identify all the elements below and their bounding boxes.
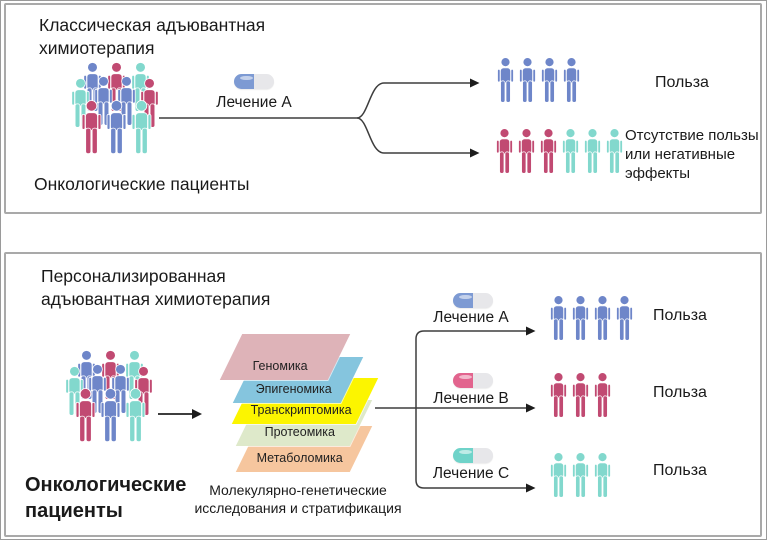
treatment-a-outcome: Польза [653,307,707,324]
person-icon [73,388,98,442]
classic-patients-label: Онкологические пациенты [34,174,250,194]
person-icon [98,388,123,442]
pill-icon-treatment-a2 [453,293,493,308]
treatment-c-outcome: Польза [653,462,707,479]
person-icon [538,128,559,174]
personalized-title: Персонализированная адъювантная химиотер… [41,266,271,310]
pill-shine [240,75,253,80]
personalized-patients-label: Онкологические пациенты [25,474,187,522]
person-icon [548,372,569,418]
person-icon [516,128,537,174]
pill-icon-treatment-c [453,448,493,463]
personalized-patients-crowd [63,350,157,448]
treatment-b-people [548,372,613,418]
treatment-c-label: Лечение C [432,465,510,482]
person-icon [495,57,516,103]
pill-base-half [473,293,493,308]
person-icon [570,452,591,498]
treatment-b-label: Лечение B [433,390,509,407]
pill-shine [459,294,472,299]
person-icon [614,295,635,341]
classic-no-benefit-label: Отсутствие пользы или негативные эффекты [625,127,759,182]
pill-icon-treatment-a [234,74,274,89]
classic-treatment-label: Лечение А [216,94,292,111]
person-icon [592,295,613,341]
pill-icon-treatment-b [453,373,493,388]
treatment-a-people [548,295,635,341]
person-icon [592,372,613,418]
person-icon [517,57,538,103]
person-icon [104,100,129,154]
person-icon [79,100,104,154]
omics-layer-label: Транскриптомика [250,403,352,417]
omics-layer-label: Геномика [253,359,309,373]
omics-stack-caption: Молекулярно-генетические исследования и … [194,482,402,516]
classic-benefit-people [495,57,582,103]
person-icon [561,57,582,103]
person-icon [494,128,515,174]
person-icon [123,388,148,442]
person-icon [548,295,569,341]
pill-base-half [254,74,274,89]
person-icon [539,57,560,103]
classic-patients-crowd [69,62,163,160]
person-icon [592,452,613,498]
person-icon [548,452,569,498]
person-icon [582,128,603,174]
classic-title: Классическая адъювантная химиотерапия [39,15,266,59]
pill-base-half [473,373,493,388]
classic-no-benefit-people [494,128,625,174]
treatment-b-outcome: Польза [653,384,707,401]
person-icon [560,128,581,174]
classic-benefit-label: Польза [655,74,709,91]
treatment-c-people [548,452,613,498]
person-icon [129,100,154,154]
omics-layer-genomics: Геномика [219,334,351,380]
omics-layer-label: Протеомика [264,425,335,439]
person-icon [570,372,591,418]
treatment-a-label: Лечение А [433,309,509,326]
person-icon [570,295,591,341]
pill-base-half [473,448,493,463]
omics-layer-label: Метаболомика [256,451,343,465]
pill-shine [459,449,472,454]
pill-shine [459,374,472,379]
omics-layer-label: Эпигеномика [255,382,332,396]
person-icon [604,128,625,174]
